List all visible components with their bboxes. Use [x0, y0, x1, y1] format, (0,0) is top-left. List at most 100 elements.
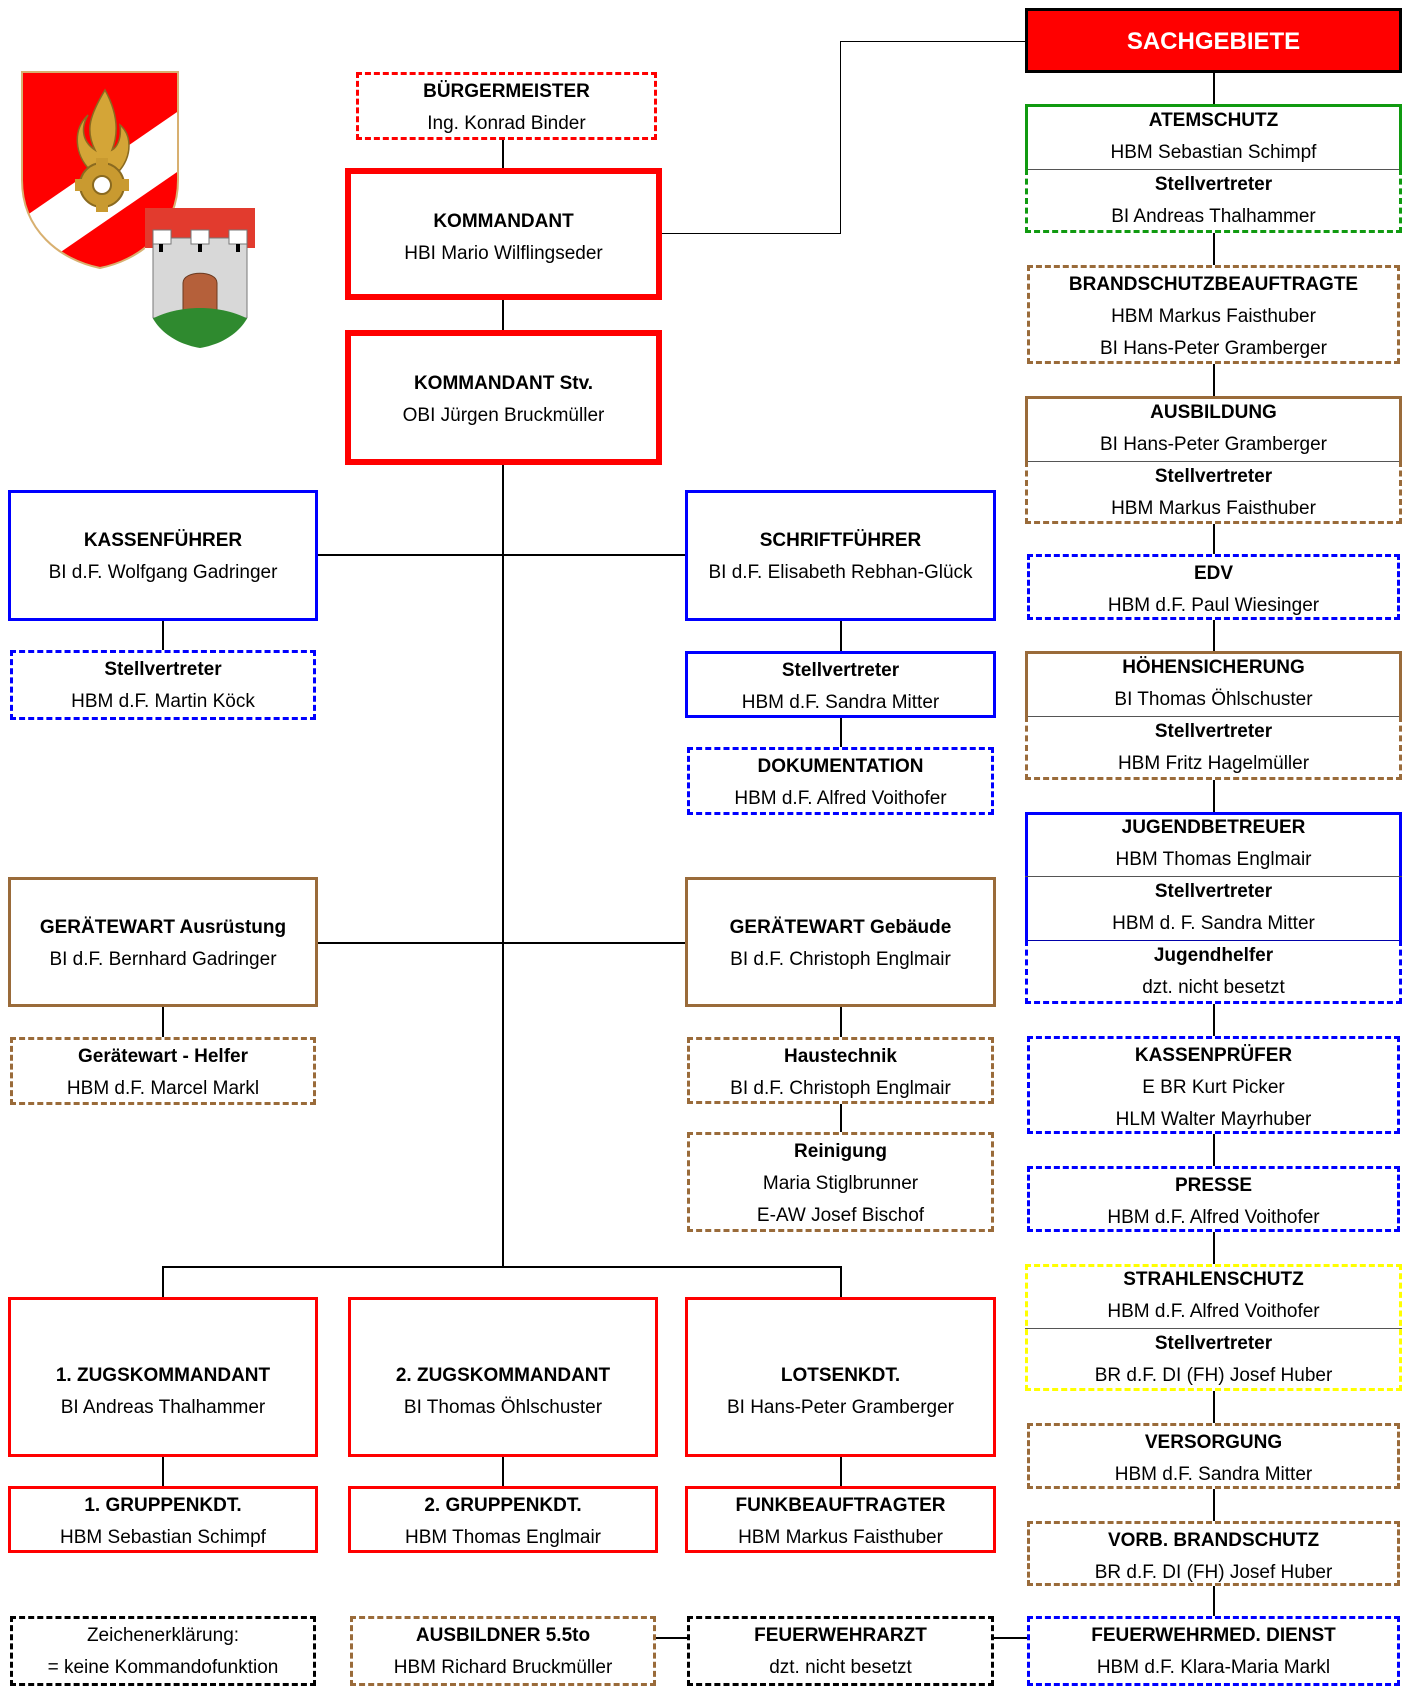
legend-title: Zeichenerklärung: — [86, 1625, 240, 1646]
atemschutz-stv-title: Stellvertreter — [1154, 174, 1273, 195]
sachgebiete-title: SACHGEBIETE — [1126, 28, 1301, 55]
kassenfuehrer-name: BI d.F. Wolfgang Gadringer — [48, 562, 278, 583]
geraetewart-helfer-box: Gerätewart - Helfer HBM d.F. Marcel Mark… — [10, 1037, 316, 1105]
strahlenschutz-frame — [1025, 1264, 1402, 1391]
strahlenschutz-name: HBM d.F. Alfred Voithofer — [1107, 1301, 1320, 1322]
buergermeister-title: BÜRGERMEISTER — [423, 81, 590, 102]
line-zug1-drop — [162, 1266, 164, 1298]
line-zug1-gruppe — [162, 1457, 164, 1488]
line-hoehe-jugend — [1213, 780, 1215, 814]
kommandant-stv-box: KOMMANDANT Stv. OBI Jürgen Bruckmüller — [345, 330, 662, 465]
legend-box: Zeichenerklärung: = keine Kommandofunkti… — [10, 1616, 316, 1686]
line-vorb-med — [1213, 1586, 1215, 1618]
zug2-box: 2. ZUGSKOMMANDANT BI Thomas Öhlschuster — [348, 1297, 658, 1457]
ausbildung-stv-title: Stellvertreter — [1154, 466, 1273, 487]
hoehensicherung-name: BI Thomas Öhlschuster — [1114, 689, 1313, 710]
jugend-name: HBM Thomas Englmair — [1115, 849, 1312, 870]
line-strahl-versorg — [1213, 1391, 1215, 1425]
line-ausb-edv — [1213, 524, 1215, 554]
gruppe2-name: HBM Thomas Englmair — [404, 1527, 602, 1548]
line-kdt-sach-v — [840, 41, 841, 234]
funk-box: FUNKBEAUFTRAGTER HBM Markus Faisthuber — [685, 1486, 996, 1553]
zug1-name: BI Andreas Thalhammer — [60, 1397, 266, 1418]
strahlenschutz-box: STRAHLENSCHUTZ HBM d.F. Alfred Voithofer… — [1025, 1264, 1402, 1391]
line-atem-brand — [1213, 233, 1215, 267]
geraetewart-gebaeude-title: GERÄTEWART Gebäude — [729, 917, 952, 938]
line-gebaeude-haus — [840, 1007, 842, 1039]
brandschutz-title: BRANDSCHUTZBEAUFTRAGTE — [1068, 274, 1359, 295]
geraetewart-helfer-name: HBM d.F. Marcel Markl — [66, 1078, 260, 1099]
brandschutz-name-1: HBM Markus Faisthuber — [1111, 306, 1316, 327]
line-kassen-schrift — [316, 554, 686, 556]
strahlenschutz-stv-name: BR d.F. DI (FH) Josef Huber — [1094, 1365, 1333, 1386]
schriftfuehrer-stv-name: HBM d.F. Sandra Mitter — [741, 692, 940, 713]
kommandant-name: HBI Mario Wilflingseder — [404, 243, 603, 264]
line-kassenpr-presse — [1213, 1134, 1215, 1168]
line-presse-strahl — [1213, 1232, 1215, 1266]
schriftfuehrer-name: BI d.F. Elisabeth Rebhan-Glück — [708, 562, 973, 583]
strahlenschutz-title: STRAHLENSCHUTZ — [1123, 1269, 1304, 1290]
line-kommandant-stv — [502, 300, 504, 334]
geraetewart-ausruestung-name: BI d.F. Bernhard Gadringer — [49, 949, 277, 970]
atemschutz-top-frame — [1025, 104, 1402, 170]
jugend-bottom-frame — [1025, 940, 1402, 1004]
presse-title: PRESSE — [1174, 1175, 1253, 1196]
geraetewart-gebaeude-box: GERÄTEWART Gebäude BI d.F. Christoph Eng… — [685, 877, 996, 1007]
gemeinde-wappen — [145, 208, 255, 348]
lotsen-box: LOTSENKDT. BI Hans-Peter Gramberger — [685, 1297, 996, 1457]
buergermeister-name: Ing. Konrad Binder — [427, 113, 586, 134]
versorgung-box: VERSORGUNG HBM d.F. Sandra Mitter — [1027, 1423, 1400, 1489]
line-lotsen-funk — [840, 1457, 842, 1488]
presse-name: HBM d.F. Alfred Voithofer — [1107, 1207, 1320, 1228]
line-schrift-stv — [840, 621, 842, 653]
kassenfuehrer-box: KASSENFÜHRER BI d.F. Wolfgang Gadringer — [8, 490, 318, 621]
reinigung-name-1: Maria Stiglbrunner — [762, 1173, 919, 1194]
schriftfuehrer-stv-box: Stellvertreter HBM d.F. Sandra Mitter — [685, 651, 996, 718]
kassenpruefer-title: KASSENPRÜFER — [1134, 1045, 1293, 1066]
gruppe2-box: 2. GRUPPENKDT. HBM Thomas Englmair — [348, 1486, 658, 1553]
brandschutz-name-2: BI Hans-Peter Gramberger — [1099, 338, 1328, 359]
line-zug2-gruppe — [502, 1457, 504, 1488]
legend-text: = keine Kommandofunktion — [47, 1657, 279, 1678]
gruppe1-name: HBM Sebastian Schimpf — [60, 1527, 266, 1548]
zug2-title: 2. ZUGSKOMMANDANT — [395, 1365, 611, 1386]
lotsen-name: BI Hans-Peter Gramberger — [726, 1397, 955, 1418]
line-buergermeister-kommandant — [502, 140, 504, 172]
ausbildner-box: AUSBILDNER 5.5to HBM Richard Bruckmüller — [350, 1616, 656, 1686]
schriftfuehrer-title: SCHRIFTFÜHRER — [759, 530, 922, 551]
jugend-stv-name: HBM d. F. Sandra Mitter — [1112, 913, 1315, 934]
vorb-brandschutz-box: VORB. BRANDSCHUTZ BR d.F. DI (FH) Josef … — [1027, 1521, 1400, 1586]
hoehensicherung-title: HÖHENSICHERUNG — [1122, 657, 1305, 678]
geraetewart-gebaeude-name: BI d.F. Christoph Englmair — [730, 949, 951, 970]
schriftfuehrer-box: SCHRIFTFÜHRER BI d.F. Elisabeth Rebhan-G… — [685, 490, 996, 621]
ausbildung-stv-name: HBM Markus Faisthuber — [1111, 498, 1316, 519]
feuerwehr-logo — [20, 70, 180, 270]
kommandant-box: KOMMANDANT HBI Mario Wilflingseder — [345, 168, 662, 300]
castle-shield-icon — [145, 208, 255, 348]
hoehensicherung-stv-title: Stellvertreter — [1154, 721, 1273, 742]
presse-box: PRESSE HBM d.F. Alfred Voithofer — [1027, 1166, 1400, 1232]
geraetewart-helfer-title: Gerätewart - Helfer — [77, 1046, 248, 1067]
jugend-box: JUGENDBETREUER HBM Thomas Englmair Stell… — [1025, 812, 1402, 1004]
reinigung-name-2: E-AW Josef Bischof — [756, 1205, 925, 1226]
funk-title: FUNKBEAUFTRAGTER — [735, 1495, 946, 1516]
ausbildner-name: HBM Richard Bruckmüller — [393, 1657, 613, 1678]
haustechnik-title: Haustechnik — [784, 1046, 897, 1067]
ausbildung-title: AUSBILDUNG — [1150, 402, 1277, 423]
hoehensicherung-top-frame — [1025, 651, 1402, 717]
line-kdt-sach-h2 — [840, 41, 1027, 42]
line-geraetewart — [316, 942, 686, 944]
vorb-brandschutz-title: VORB. BRANDSCHUTZ — [1107, 1530, 1320, 1551]
strahlenschutz-stv-title: Stellvertreter — [1154, 1333, 1273, 1354]
ausbildner-title: AUSBILDNER 5.5to — [415, 1625, 591, 1646]
brandschutz-box: BRANDSCHUTZBEAUFTRAGTE HBM Markus Faisth… — [1027, 265, 1400, 364]
feuerwehrmed-name: HBM d.F. Klara-Maria Markl — [1096, 1657, 1331, 1678]
ausbildung-top-frame — [1025, 396, 1402, 462]
reinigung-box: Reinigung Maria Stiglbrunner E-AW Josef … — [687, 1132, 994, 1232]
kassenpruefer-name-1: E BR Kurt Picker — [1142, 1077, 1285, 1098]
jugend-title: JUGENDBETREUER — [1121, 817, 1306, 838]
jugend-top-frame — [1025, 812, 1402, 942]
jugend-helfer-name: dzt. nicht besetzt — [1142, 977, 1285, 998]
vorb-brandschutz-name: BR d.F. DI (FH) Josef Huber — [1094, 1562, 1333, 1583]
line-zug-horizontal — [162, 1266, 842, 1268]
